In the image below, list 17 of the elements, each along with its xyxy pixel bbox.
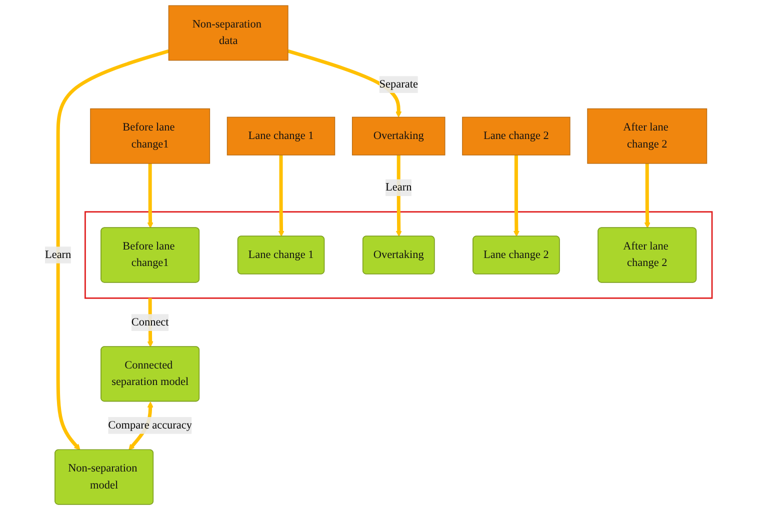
cluster <box>84 211 713 299</box>
node-box: Non-separation data <box>168 5 288 61</box>
arrow <box>278 155 284 237</box>
arrow <box>287 49 402 118</box>
arrow <box>644 163 650 228</box>
edge-label: Learn <box>386 181 412 194</box>
edge-label: Separate <box>379 78 418 90</box>
node-box: Before lane change1 <box>90 108 210 164</box>
edge-label: Learn <box>44 248 72 261</box>
node-box: Overtaking <box>352 116 446 156</box>
edge-label: Compare accuracy <box>108 419 192 432</box>
arrow <box>147 163 154 228</box>
node-box: After lane change 2 <box>587 108 708 164</box>
edge-label: Connect <box>131 316 169 328</box>
node-box: Lane change 1 <box>226 116 336 156</box>
node-box: Lane change 2 <box>462 116 570 156</box>
arrow <box>513 155 520 237</box>
